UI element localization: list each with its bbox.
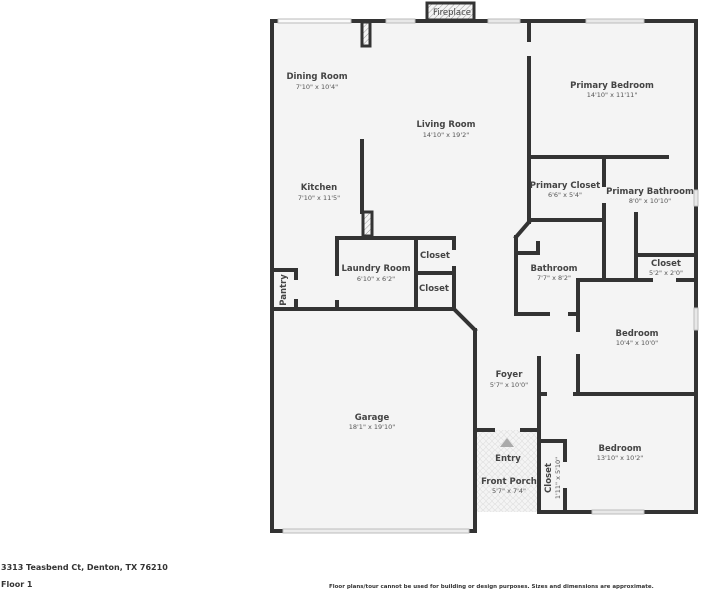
room-front-porch: Front Porch 5'7" x 7'4" [481,477,537,495]
room-bathroom: Bathroom 7'7" x 8'2" [530,264,577,282]
property-address: 3313 Teasbend Ct, Denton, TX 76210 [1,563,168,572]
svg-text:Dining Room: Dining Room [286,72,347,82]
room-kitchen: Kitchen 7'10" x 11'5" [298,183,340,202]
room-bedroom-2: Bedroom 13'10" x 10'2" [597,444,643,462]
svg-text:Bathroom: Bathroom [530,264,577,274]
room-primary-bedroom: Primary Bedroom 14'10" x 11'11" [570,81,654,99]
room-laundry: Laundry Room 6'10" x 6'2" [341,264,410,283]
svg-text:Closet: Closet [544,463,554,493]
room-closet-bedroom-2: Closet 1'11" x 5'10" [544,457,562,499]
svg-text:14'10" x 11'11": 14'10" x 11'11" [587,91,638,99]
svg-text:13'10" x 10'2": 13'10" x 10'2" [597,454,643,462]
column [361,210,374,238]
svg-text:5'7" x 7'4": 5'7" x 7'4" [492,487,526,495]
room-living: Living Room 14'10" x 19'2" [417,120,476,139]
svg-text:Kitchen: Kitchen [301,183,337,193]
svg-text:Closet: Closet [651,259,681,269]
floor-fill [272,21,701,537]
room-dining: Dining Room 7'10" x 10'4" [286,72,347,91]
svg-text:6'10" x 6'2": 6'10" x 6'2" [357,275,395,283]
room-primary-closet: Primary Closet 6'6" x 5'4" [530,181,601,199]
fireplace: Fireplace [425,1,476,22]
svg-text:Foyer: Foyer [496,370,524,380]
svg-text:Closet: Closet [419,284,449,294]
svg-text:7'10" x 10'4": 7'10" x 10'4" [296,83,338,91]
windows [277,18,699,534]
svg-text:7'10" x 11'5": 7'10" x 11'5" [298,194,340,202]
svg-text:6'6" x 5'4": 6'6" x 5'4" [548,191,582,199]
svg-text:Pantry: Pantry [279,274,289,306]
floor-label: Floor 1 [1,580,33,589]
room-closet-bath: Closet 5'2" x 2'0" [649,259,683,277]
svg-text:Bedroom: Bedroom [615,329,658,339]
svg-text:5'7" x 10'0": 5'7" x 10'0" [490,381,528,389]
room-foyer: Foyer 5'7" x 10'0" [490,370,528,389]
entry-arrow-icon [500,438,514,447]
svg-text:18'1" x 19'10": 18'1" x 19'10" [349,423,395,431]
room-closet-upper: Closet [420,251,450,261]
room-garage: Garage 18'1" x 19'10" [349,413,395,431]
svg-text:7'7" x 8'2": 7'7" x 8'2" [537,274,571,282]
svg-text:8'0" x 10'10": 8'0" x 10'10" [629,197,671,205]
svg-text:Entry: Entry [495,454,521,464]
room-entry: Entry [495,454,521,464]
room-primary-bathroom: Primary Bathroom 8'0" x 10'10" [606,187,694,205]
room-pantry: Pantry [279,274,289,306]
svg-text:Bedroom: Bedroom [598,444,641,454]
room-bedroom-1: Bedroom 10'4" x 10'0" [615,329,658,347]
svg-text:10'4" x 10'0": 10'4" x 10'0" [616,339,658,347]
svg-text:Front Porch: Front Porch [481,477,537,487]
fireplace-label: Fireplace [433,8,471,18]
svg-text:Primary Bedroom: Primary Bedroom [570,81,654,91]
svg-text:Laundry Room: Laundry Room [341,264,410,274]
svg-text:5'2" x 2'0": 5'2" x 2'0" [649,269,683,277]
svg-text:Living Room: Living Room [417,120,476,130]
svg-text:Primary Closet: Primary Closet [530,181,601,191]
svg-text:14'10" x 19'2": 14'10" x 19'2" [423,131,469,139]
svg-text:Primary Bathroom: Primary Bathroom [606,187,694,197]
disclaimer: Floor plans/tour cannot be used for buil… [329,584,654,590]
svg-text:Garage: Garage [355,413,390,423]
svg-text:1'11" x 5'10": 1'11" x 5'10" [554,457,562,499]
svg-text:Closet: Closet [420,251,450,261]
room-closet-lower: Closet [419,284,449,294]
column [360,20,372,48]
